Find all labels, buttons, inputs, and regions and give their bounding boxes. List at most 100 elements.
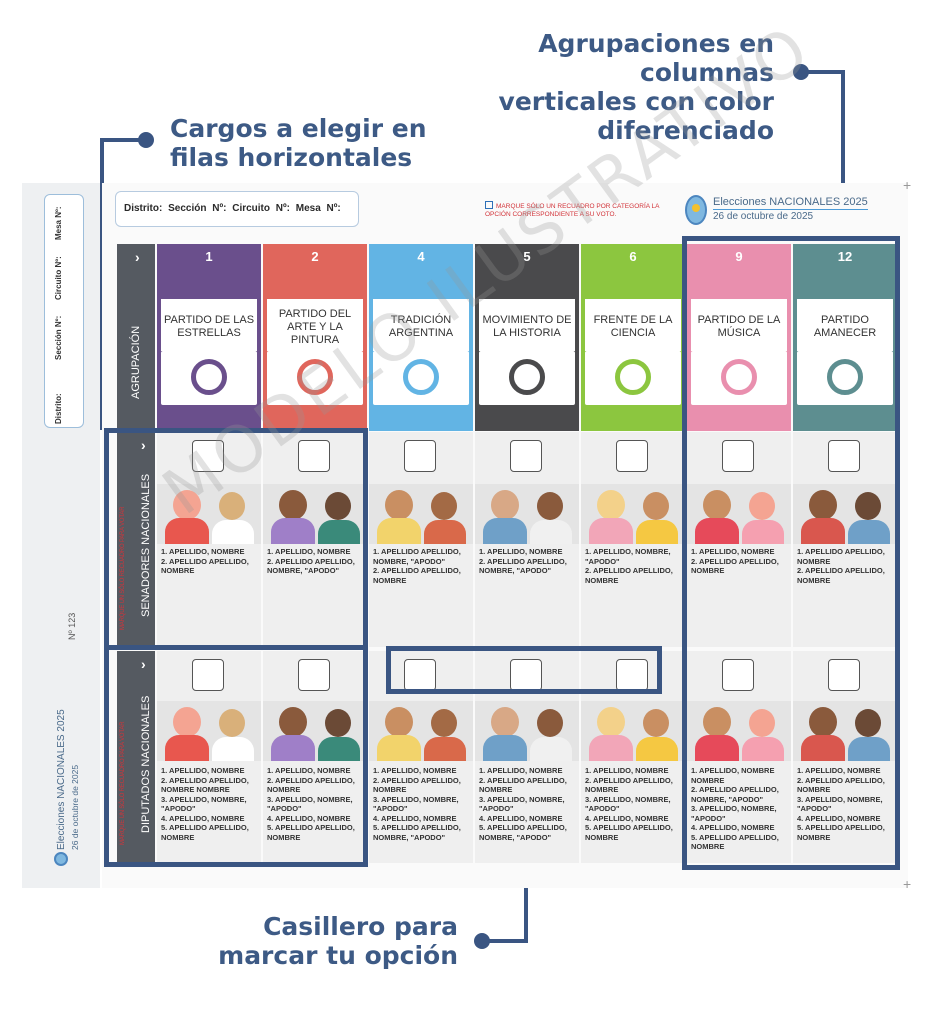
stub-seal-icon [54, 852, 68, 866]
senators-checkbox[interactable] [510, 440, 542, 472]
candidate-portrait [377, 518, 421, 544]
callout-checkbox: Casillero para marcar tu opción [200, 912, 458, 970]
deputies-checkbox[interactable] [404, 659, 436, 691]
candidate-portrait [589, 735, 633, 761]
deputies-portraits [687, 701, 791, 761]
atom-icon [585, 351, 681, 405]
senators-checkbox[interactable] [616, 440, 648, 472]
callout-checkbox-connector [480, 939, 528, 943]
senators-checkbox[interactable] [722, 440, 754, 472]
senators-cell: 1. APELLIDO APELLIDO, NOMBRE, "APODO" 2.… [369, 432, 473, 647]
candidate-portrait [279, 707, 307, 737]
senators-portraits [687, 484, 791, 544]
senators-checkbox[interactable] [192, 440, 224, 472]
candidate-portrait [219, 709, 245, 737]
deputies-names: 1. APELLIDO, NOMBRE NOMBRE 2. APELLIDO A… [691, 766, 779, 851]
logo-mark [191, 359, 227, 395]
deputies-portraits [157, 701, 261, 761]
party-banner: PARTIDO AMANECER [793, 270, 897, 431]
senators-portraits [369, 484, 473, 544]
stub-section: Sección Nº: [54, 315, 63, 360]
candidate-portrait [377, 735, 421, 761]
deputies-checkbox[interactable] [828, 659, 860, 691]
senators-cell: 1. APELLIDO, NOMBRE 2. APELLIDO APELLIDO… [263, 432, 367, 647]
deputies-checkbox[interactable] [298, 659, 330, 691]
deputies-cell: 1. APELLIDO, NOMBRE 2. APELLIDO APELLIDO… [263, 651, 367, 863]
senators-cell: 1. APELLIDO APELLIDO, NOMBRE 2. APELLIDO… [793, 432, 897, 647]
candidate-portrait [703, 490, 731, 520]
senators-cell: 1. APELLIDO, NOMBRE, "APODO" 2. APELLIDO… [581, 432, 685, 647]
header-note: MARQUE SÓLO UN RECUADRO POR CATEGORÍA LA… [485, 201, 685, 219]
logo-mark [509, 359, 545, 395]
candidate-portrait [695, 518, 739, 544]
deputies-checkbox[interactable] [510, 659, 542, 691]
deputies-names: 1. APELLIDO, NOMBRE 2. APELLIDO APELLIDO… [267, 766, 355, 842]
senators-checkbox[interactable] [828, 440, 860, 472]
deputies-checkbox[interactable] [616, 659, 648, 691]
logo-mark [827, 359, 863, 395]
deputies-cell: 1. APELLIDO, NOMBRE 2. APELLIDO APELLIDO… [157, 651, 261, 863]
logo-mark [615, 359, 651, 395]
candidate-portrait [173, 490, 201, 520]
senators-cell: 1. APELLIDO, NOMBRE 2. APELLIDO APELLIDO… [157, 432, 261, 647]
candidate-portrait [636, 737, 678, 761]
senators-portraits [475, 484, 579, 544]
candidate-portrait [597, 490, 625, 520]
candidate-portrait [318, 737, 360, 761]
candidate-portrait [742, 737, 784, 761]
senators-cell: 1. APELLIDO, NOMBRE 2. APELLIDO APELLIDO… [687, 432, 791, 647]
deputies-cell: 1. APELLIDO, NOMBRE NOMBRE 2. APELLIDO A… [687, 651, 791, 863]
plus-mark-top: + [903, 177, 912, 193]
deputies-checkbox[interactable] [722, 659, 754, 691]
candidate-portrait [809, 490, 837, 520]
candidate-portrait [271, 518, 315, 544]
party-banner: MOVIMIENTO DE LA HISTORIA [475, 270, 579, 431]
candidate-portrait [597, 707, 625, 737]
party-number: 4 [369, 244, 473, 270]
candidate-portrait [537, 709, 563, 737]
plus-mark-bottom: + [903, 876, 912, 892]
senators-names: 1. APELLIDO APELLIDO, NOMBRE 2. APELLIDO… [797, 547, 885, 585]
deputies-portraits [581, 701, 685, 761]
senators-checkbox[interactable] [404, 440, 436, 472]
senators-names: 1. APELLIDO, NOMBRE 2. APELLIDO APELLIDO… [267, 547, 355, 575]
candidate-portrait [643, 492, 669, 520]
deputies-names: 1. APELLIDO, NOMBRE 2. APELLIDO APELLIDO… [797, 766, 885, 842]
deputies-checkbox[interactable] [192, 659, 224, 691]
party-name: FRENTE DE LA CIENCIA [585, 299, 681, 351]
deputies-names: 1. APELLIDO, NOMBRE 2. APELLIDO APELLIDO… [585, 766, 673, 842]
candidate-portrait [424, 737, 466, 761]
callout-columns-line-2: verticales con color [498, 87, 774, 116]
senators-checkbox[interactable] [298, 440, 330, 472]
row-label-senators: › SENADORES NACIONALES [117, 432, 155, 647]
deputies-portraits [793, 701, 897, 761]
deputies-cell: 1. APELLIDO, NOMBRE 2. APELLIDO APELLIDO… [369, 651, 473, 863]
callout-rows-connector [100, 138, 144, 142]
deputies-cell: 1. APELLIDO, NOMBRE 2. APELLIDO APELLIDO… [475, 651, 579, 863]
sunrise-icon [797, 351, 893, 405]
callout-columns-line-3: diferenciado [597, 116, 774, 145]
deputies-cell: 1. APELLIDO, NOMBRE 2. APELLIDO APELLIDO… [793, 651, 897, 863]
party-name: PARTIDO AMANECER [797, 299, 893, 351]
highlight-checkboxes [386, 646, 662, 694]
senators-portraits [581, 484, 685, 544]
deputies-names: 1. APELLIDO, NOMBRE 2. APELLIDO APELLIDO… [373, 766, 461, 842]
party-column: 2 PARTIDO DEL ARTE Y LA PINTURA 1. APELL… [263, 244, 367, 864]
header-election: Elecciones NACIONALES 2025 26 de octubre… [713, 195, 868, 224]
deputies-portraits [475, 701, 579, 761]
callout-rows-line-2: filas horizontales [170, 143, 413, 172]
candidate-portrait [318, 520, 360, 544]
party-number: 2 [263, 244, 367, 270]
candidate-portrait [385, 490, 413, 520]
candidate-portrait [801, 518, 845, 544]
party-name: PARTIDO DE LAS ESTRELLAS [161, 299, 257, 351]
candidate-portrait [325, 492, 351, 520]
callout-columns-connector [801, 70, 845, 74]
candidate-portrait [855, 709, 881, 737]
ballot-header: Distrito: Sección Nº: Circuito Nº: Mesa … [115, 187, 895, 233]
stub-fields-box [44, 194, 84, 428]
candidate-portrait [173, 707, 201, 737]
candidate-portrait [636, 520, 678, 544]
header-election-title: Elecciones NACIONALES 2025 [713, 196, 868, 210]
party-name: MOVIMIENTO DE LA HISTORIA [479, 299, 575, 351]
